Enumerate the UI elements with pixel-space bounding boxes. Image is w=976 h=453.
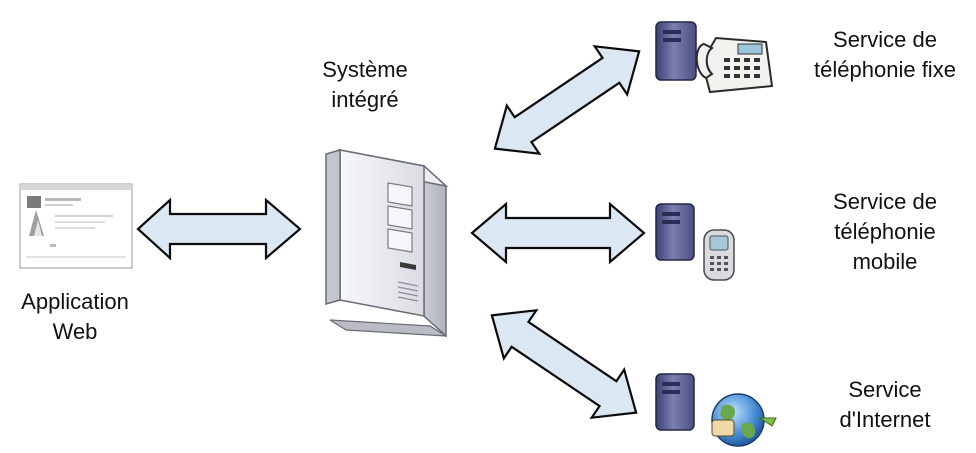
web-app-label-line1: Application xyxy=(21,289,129,314)
mobile-phone-label-line2: téléphonie xyxy=(834,219,936,244)
arrow-central-to-mobile xyxy=(470,201,646,265)
double-arrow-internet xyxy=(490,308,638,420)
mobile-phone-label-line1: Service de xyxy=(833,189,937,214)
web-app-label: Application Web xyxy=(0,287,150,347)
central-system-label-line2: intégré xyxy=(331,87,399,112)
web-app-label-line2: Web xyxy=(52,319,98,344)
arrow-central-to-fixed xyxy=(493,44,641,156)
double-arrow-mobile xyxy=(470,201,646,265)
central-system-label: Système intégré xyxy=(290,55,440,115)
central-system-label-line1: Système xyxy=(322,57,408,82)
mobile-phone-service-label: Service de téléphonie mobile xyxy=(800,187,970,277)
tower-server-icon xyxy=(325,148,449,338)
fixed-phone-service-label: Service de téléphonie fixe xyxy=(790,25,976,85)
fixed-phone-label-line2: téléphonie fixe xyxy=(814,57,956,82)
server-globe-icon xyxy=(655,373,777,447)
server-mobile-phone-icon xyxy=(655,203,735,281)
internet-label-line2: d'Internet xyxy=(839,407,931,432)
server-desk-phone-icon xyxy=(655,21,774,94)
arrow-central-to-internet xyxy=(490,308,638,420)
internet-service-label: Service d'Internet xyxy=(800,375,970,435)
internet-label-line1: Service xyxy=(848,377,922,402)
fixed-phone-label-line1: Service de xyxy=(833,27,937,52)
double-arrow-web xyxy=(136,197,302,261)
arrow-web-to-central xyxy=(136,197,302,261)
web-page-thumbnail-icon xyxy=(19,183,133,269)
double-arrow-fixed xyxy=(493,44,641,156)
mobile-phone-label-line3: mobile xyxy=(852,249,918,274)
